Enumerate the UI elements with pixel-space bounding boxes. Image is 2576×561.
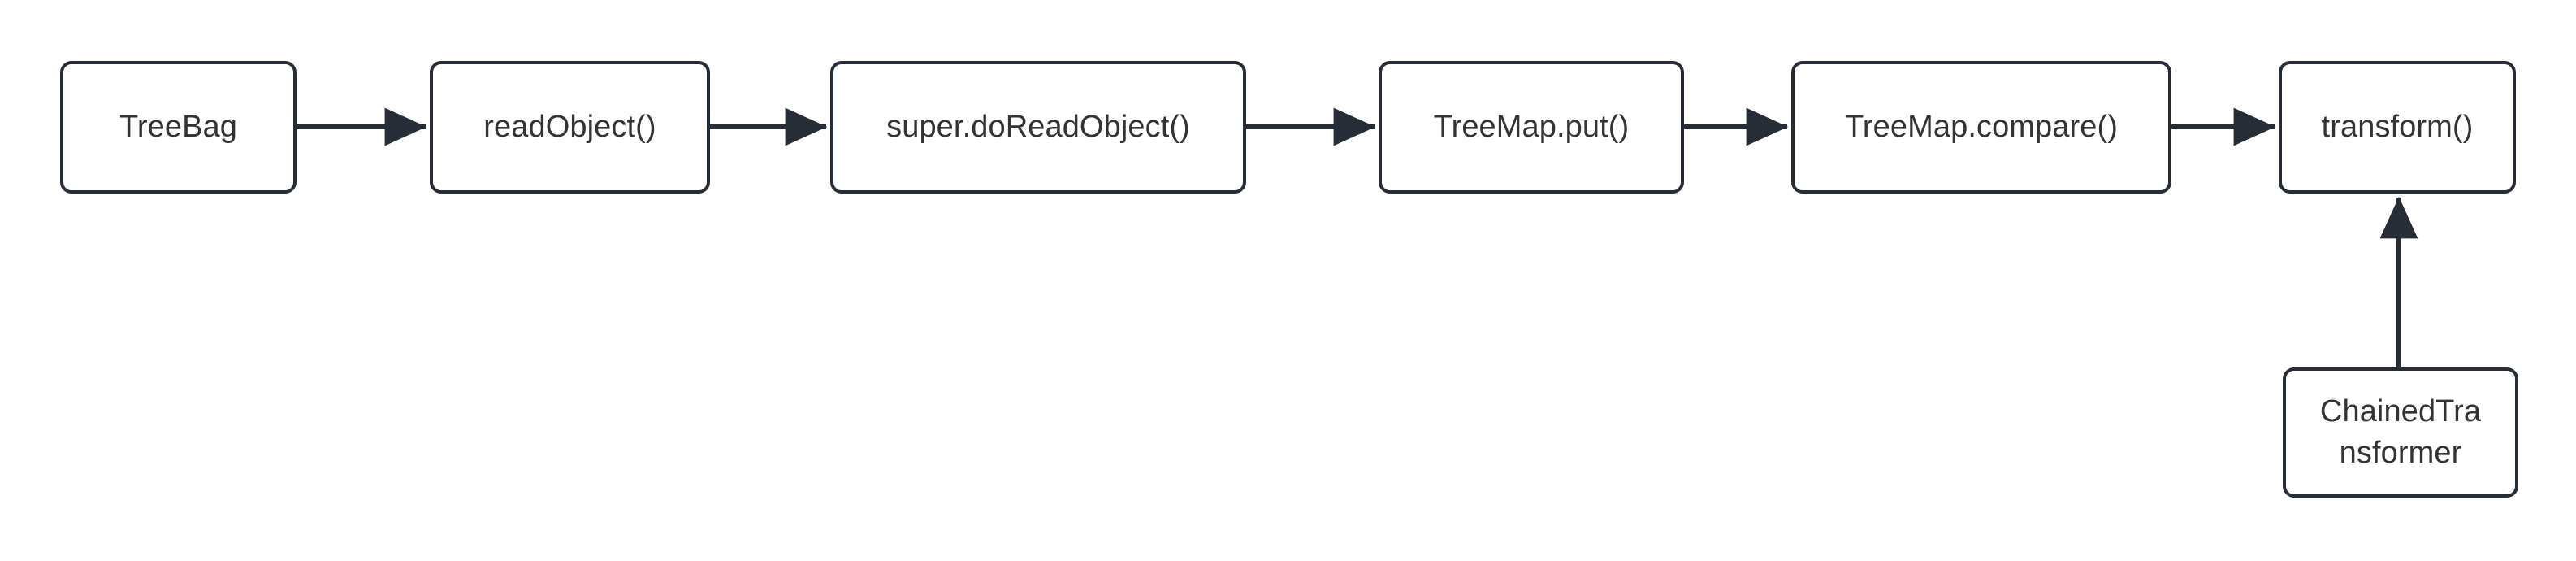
node-transform-label: transform() bbox=[2321, 110, 2474, 145]
node-treemap-put[interactable]: TreeMap.put() bbox=[1379, 61, 1684, 194]
node-chainedtransformer-label: ChainedTra nsformer bbox=[2319, 394, 2482, 470]
node-transform[interactable]: transform() bbox=[2279, 61, 2516, 194]
node-super-doreadobject[interactable]: super.doReadObject() bbox=[830, 61, 1246, 194]
node-treemap-put-label: TreeMap.put() bbox=[1433, 110, 1630, 145]
node-treebag[interactable]: TreeBag bbox=[60, 61, 297, 194]
node-chainedtransformer[interactable]: ChainedTra nsformer bbox=[2283, 367, 2518, 498]
node-super-doreadobject-label: super.doReadObject() bbox=[886, 110, 1190, 145]
node-readobject[interactable]: readObject() bbox=[430, 61, 710, 194]
node-readobject-label: readObject() bbox=[483, 110, 656, 145]
node-treemap-compare[interactable]: TreeMap.compare() bbox=[1791, 61, 2171, 194]
node-treebag-label: TreeBag bbox=[119, 110, 238, 145]
node-treemap-compare-label: TreeMap.compare() bbox=[1844, 110, 2119, 145]
